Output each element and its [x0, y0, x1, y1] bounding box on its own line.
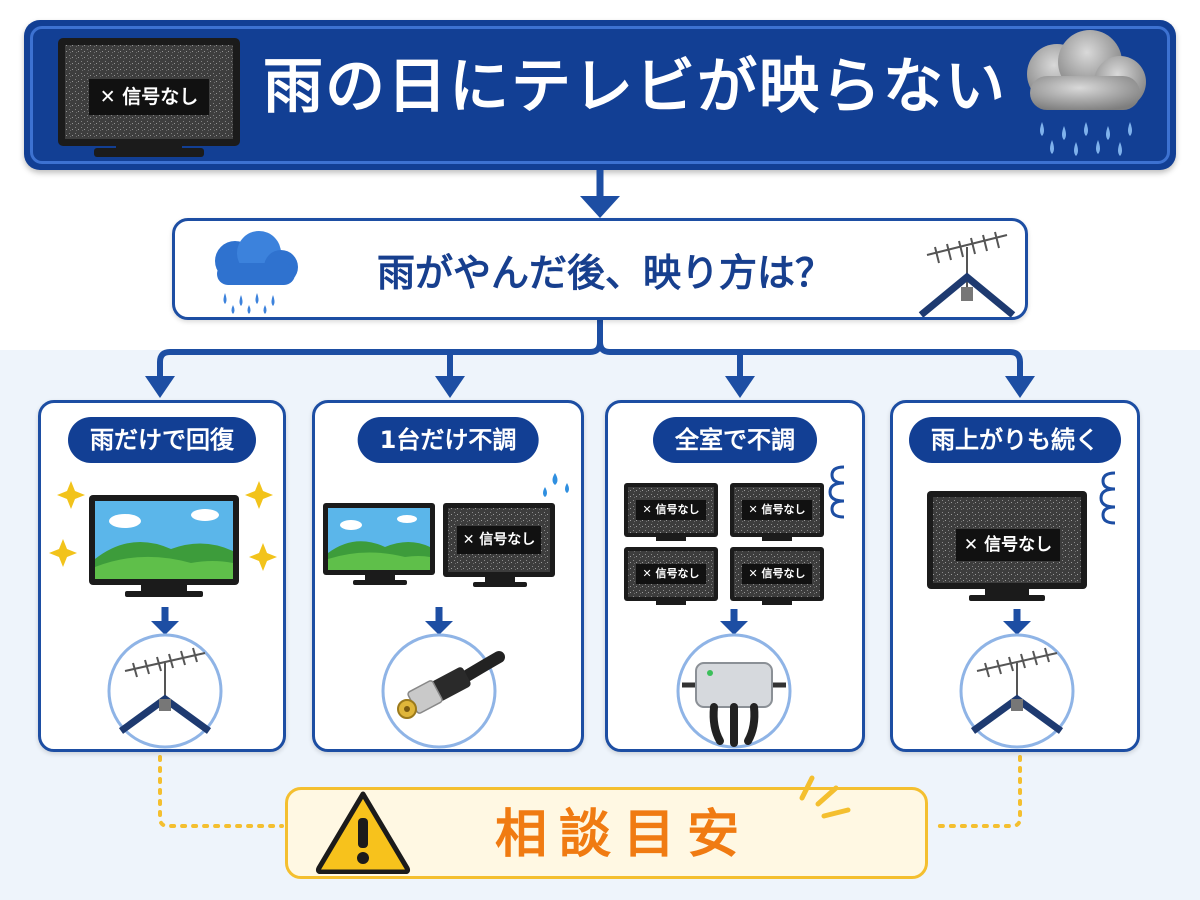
antenna-icon: [959, 633, 1075, 749]
title-banner-frame: [30, 26, 1170, 164]
roof-antenna-icon: [918, 231, 1016, 317]
rain-cloud-icon: [215, 231, 298, 314]
tv-no-signal-label: ✕ 信号なし: [636, 500, 706, 520]
conclusion-text: 相談目安: [494, 805, 751, 865]
tv-no-signal-label: ✕ 信号なし: [636, 564, 706, 584]
tv-no-signal-label: ✕ 信号なし: [742, 500, 812, 520]
question-box: 雨がやんだ後、映り方は？: [172, 218, 1028, 320]
question-text: 雨がやんだ後、映り方は？: [376, 251, 833, 295]
down-arrow-icon: [1003, 609, 1031, 635]
tv-no-signal-label: ✕ 信号なし: [956, 529, 1060, 561]
down-arrow-icon: [720, 609, 748, 635]
warning-icon: [315, 791, 411, 874]
case-label: 全室で不調: [653, 417, 817, 463]
banner-no-signal-label: ✕ 信号なし: [89, 79, 209, 115]
tv-clear-picture-icon: [49, 481, 277, 597]
case-card-persists: 雨上がりも続く ✕ 信号なし: [890, 400, 1140, 752]
tv-no-signal-label: ✕ 信号なし: [457, 526, 541, 554]
attention-burst-icon: [799, 775, 851, 819]
down-arrow-icon: [425, 607, 453, 635]
rain-cloud-icon: [1027, 30, 1146, 156]
tv-no-signal-label: ✕ 信号なし: [742, 564, 812, 584]
antenna-icon: [107, 633, 223, 749]
page-title: 雨の日にテレビが映らない: [263, 52, 1007, 122]
case-label: 雨だけで回復: [68, 417, 256, 463]
case-card-recovers: 雨だけで回復: [38, 400, 286, 752]
coax-cable-icon: [381, 633, 505, 749]
signal-splitter-icon: [676, 633, 792, 749]
case-label: 雨上がりも続く: [909, 417, 1121, 463]
down-arrow-icon: [151, 607, 179, 635]
case-label: 1台だけ不調: [357, 417, 539, 463]
tv-pair-icon: [323, 473, 569, 587]
case-card-single-tv: 1台だけ不調 ✕ 信号なし: [312, 400, 584, 752]
case-card-all-rooms: 全室で不調 ✕ 信号なし ✕ 信号なし ✕ 信号なし ✕ 信号なし: [605, 400, 865, 752]
